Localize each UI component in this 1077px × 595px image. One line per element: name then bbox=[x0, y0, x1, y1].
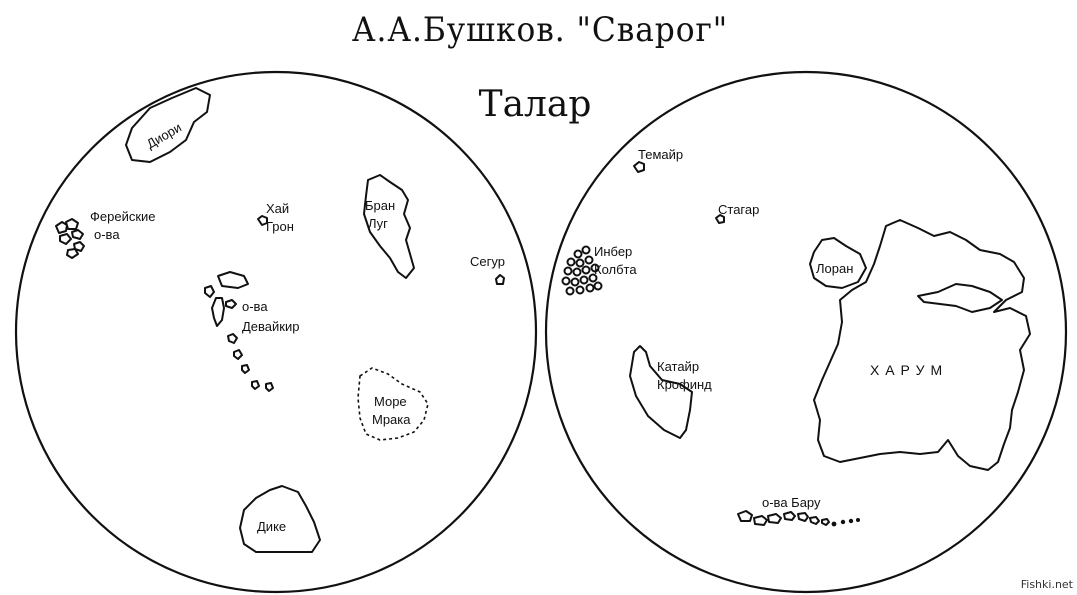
map-subtitle: Талар bbox=[478, 84, 592, 125]
harum-continent bbox=[813, 219, 1031, 471]
right-hemisphere: Темайр Стагар bbox=[544, 70, 1068, 594]
devaykir-islands bbox=[204, 271, 274, 392]
stagar-label: Стагар bbox=[718, 202, 759, 217]
baru-islands bbox=[737, 510, 860, 527]
bran-label: Бран bbox=[365, 198, 395, 213]
katair-krofind-island bbox=[629, 345, 693, 439]
loran-island bbox=[809, 237, 867, 289]
devaykir-ova-label: о-ва bbox=[242, 299, 268, 314]
segur-label: Сегур bbox=[470, 254, 505, 269]
harum-inner-bay bbox=[917, 283, 1003, 313]
fereyskie-label: Ферейские bbox=[90, 209, 156, 224]
dike-island bbox=[239, 485, 321, 553]
gron-label: Грон bbox=[266, 219, 294, 234]
mraka-label: Мрака bbox=[372, 412, 411, 427]
left-hemisphere-outline bbox=[14, 70, 538, 594]
inber-label: Инбер bbox=[594, 244, 632, 259]
baru-label: о-ва Бару bbox=[762, 495, 821, 510]
watermark: Fishki.net bbox=[1020, 578, 1073, 591]
katair-label: Катайр bbox=[657, 359, 699, 374]
stagar-island bbox=[715, 214, 725, 224]
devaykir-label: Девайкир bbox=[242, 319, 299, 334]
lug-label: Луг bbox=[368, 216, 388, 231]
more-mraka-area bbox=[357, 367, 429, 441]
fereyskie-islands bbox=[55, 218, 85, 259]
krofind-label: Крофинд bbox=[657, 377, 712, 392]
loran-label: Лоран bbox=[816, 261, 853, 276]
hai-gron-island bbox=[257, 215, 268, 226]
map-title: А.А.Бушков. "Сварог" bbox=[351, 10, 729, 50]
harum-label: Х А Р У М bbox=[870, 362, 943, 378]
right-hemisphere-outline bbox=[544, 70, 1068, 594]
diori-island bbox=[125, 87, 211, 163]
temair-island bbox=[633, 161, 645, 173]
left-hemisphere: Диори Ферейские о-ва Хай Грон Бран Луг bbox=[14, 70, 538, 594]
kolbta-label: Колбта bbox=[594, 262, 637, 277]
segur-island bbox=[495, 274, 505, 285]
bran-lug-island bbox=[363, 174, 415, 279]
inber-kolbta-islands bbox=[561, 245, 603, 296]
fereyskie-ova-label: о-ва bbox=[94, 227, 120, 242]
more-label: Море bbox=[374, 394, 407, 409]
dike-label: Дике bbox=[257, 519, 286, 534]
hai-label: Хай bbox=[266, 201, 289, 216]
temair-label: Темайр bbox=[638, 147, 683, 162]
